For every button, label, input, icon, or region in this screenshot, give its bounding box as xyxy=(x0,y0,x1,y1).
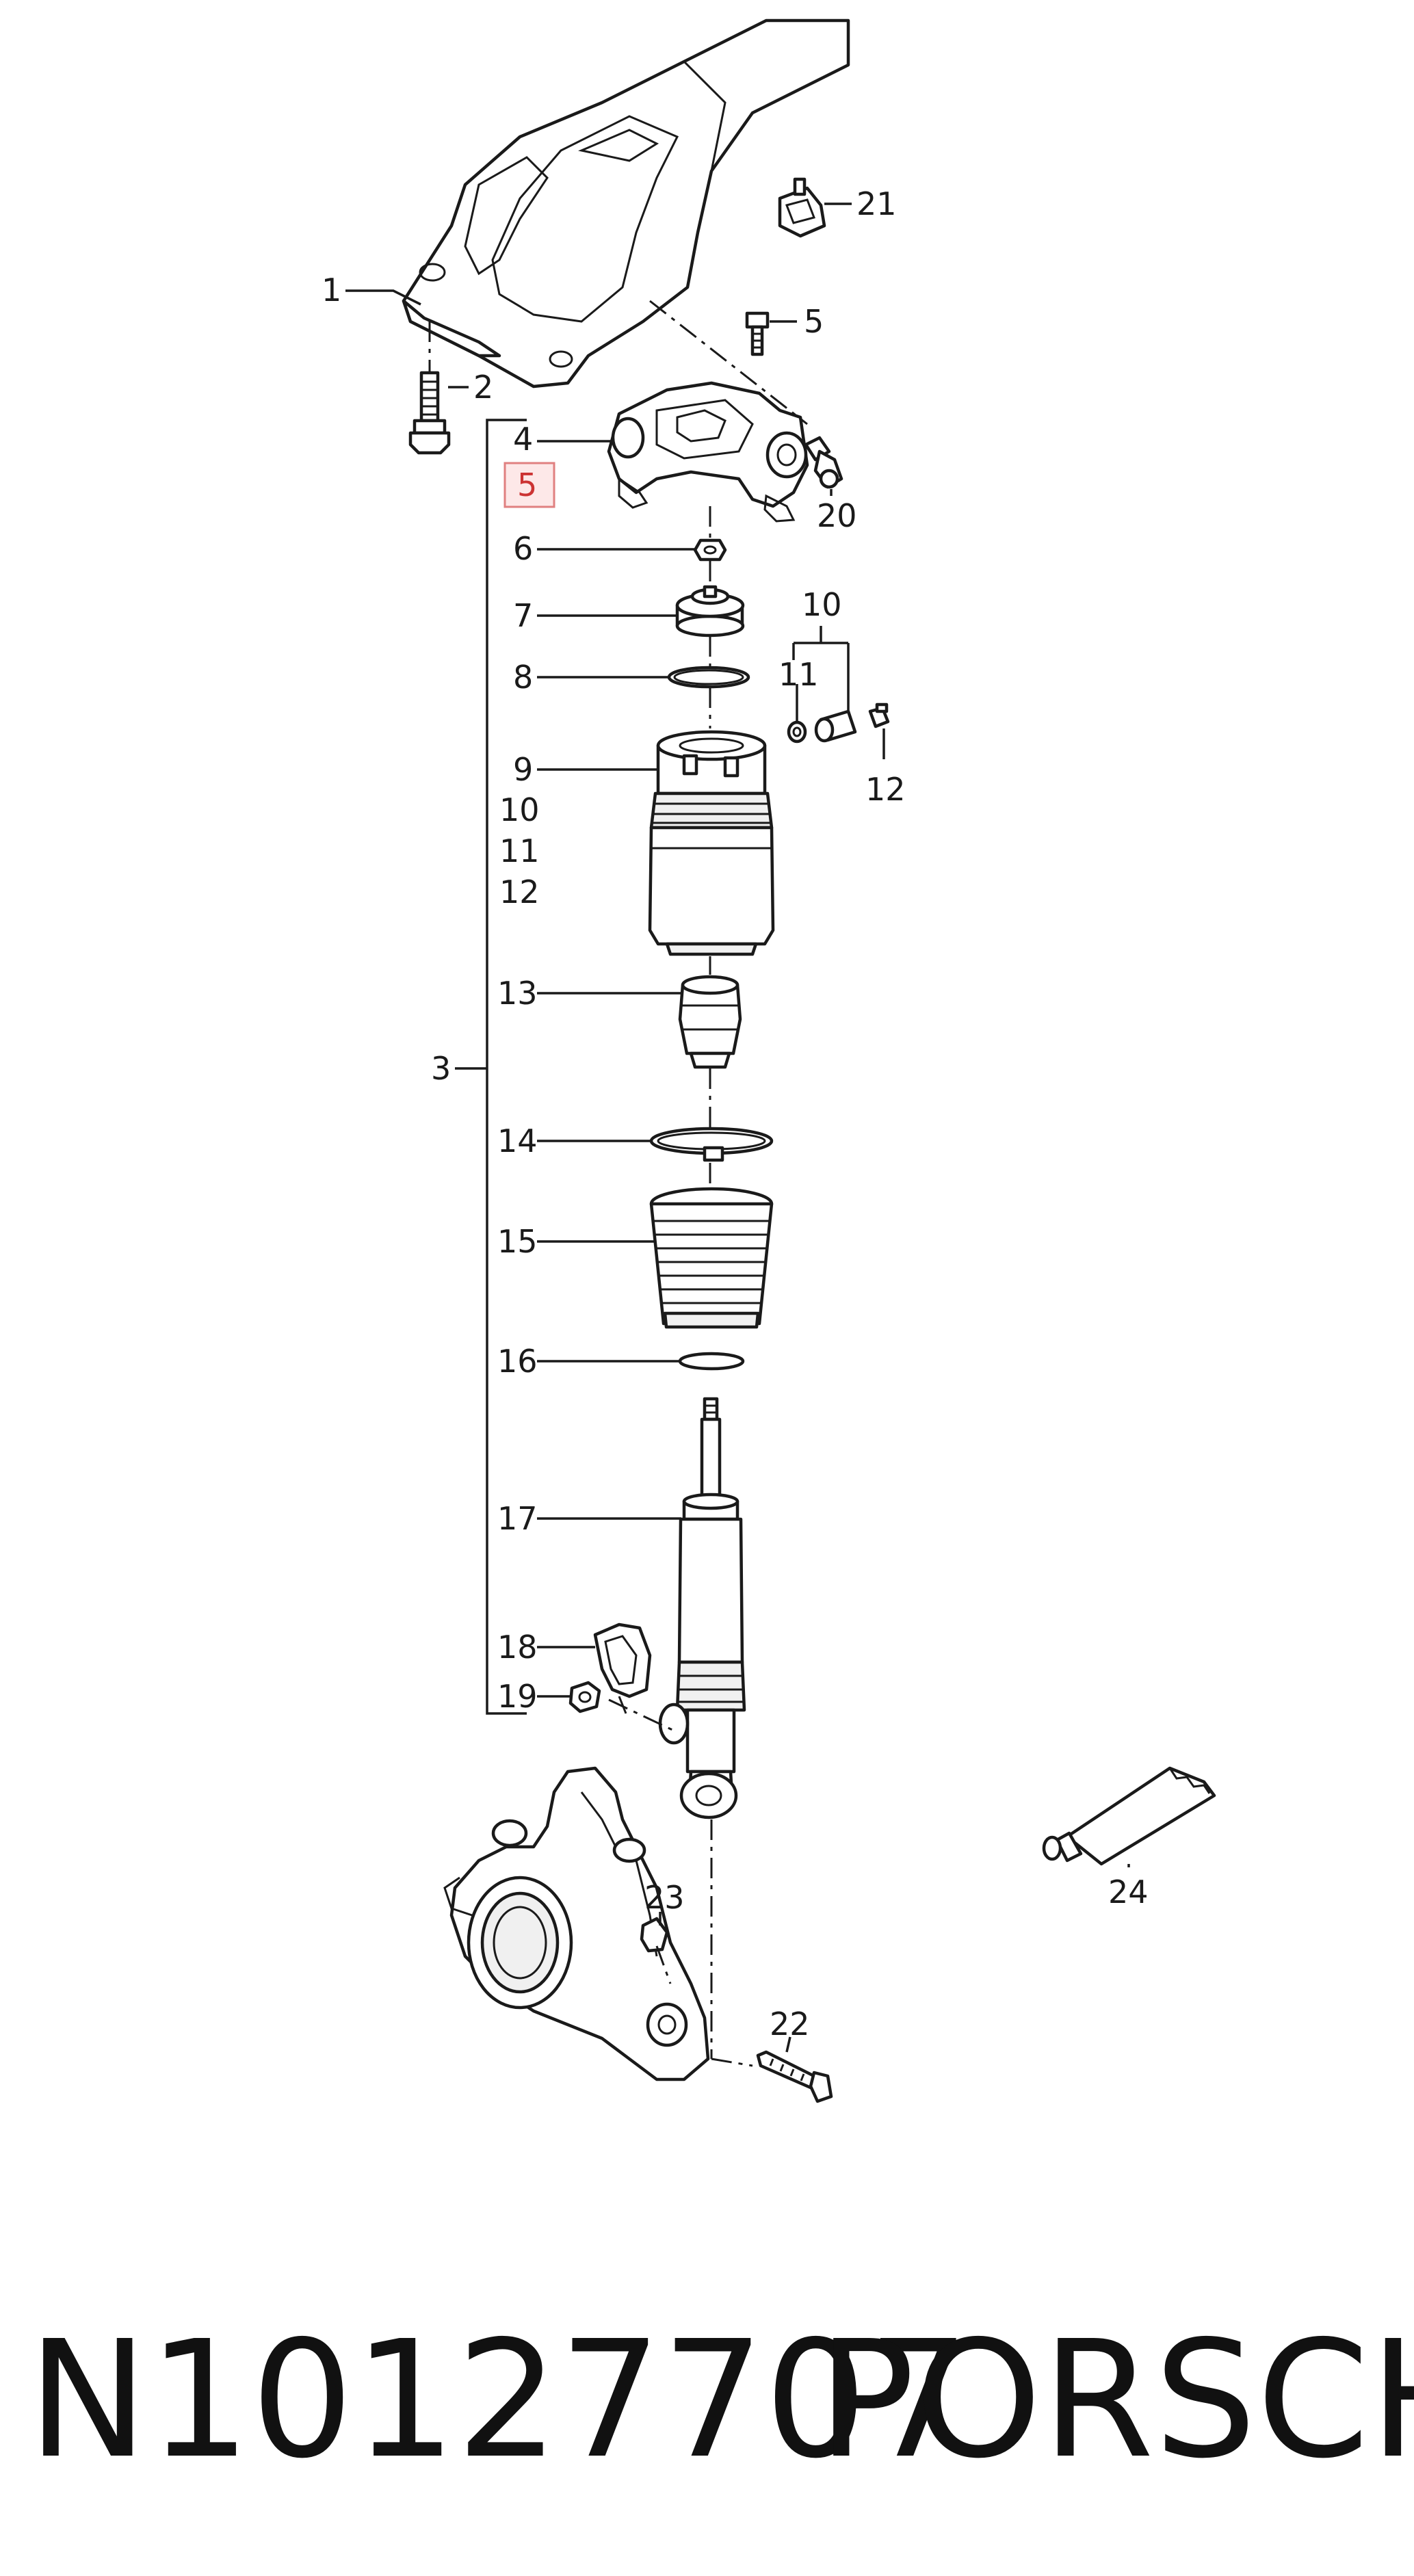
callout-22: 22 xyxy=(770,2006,810,2042)
nut-part-6 xyxy=(693,538,727,562)
air-spring-part-9 xyxy=(648,730,775,956)
bracket-group-10 xyxy=(792,626,850,660)
shock-absorber-part-17 xyxy=(658,1397,746,1819)
brand-name: PORSCHE xyxy=(817,2306,1414,2494)
oring-part-16 xyxy=(678,1352,745,1371)
callout-1: 1 xyxy=(322,272,341,308)
callout-10-list: 10 xyxy=(499,791,540,828)
callout-5-highlight: 5 xyxy=(517,466,537,503)
axis-line-upper xyxy=(649,300,808,425)
callout-3: 3 xyxy=(431,1050,451,1087)
bolt-part-5 xyxy=(745,311,770,356)
bump-stop-part-13 xyxy=(678,975,742,1069)
callout-12-part: 12 xyxy=(865,771,906,808)
callout-5-top: 5 xyxy=(804,303,824,340)
callout-18: 18 xyxy=(497,1629,538,1666)
clip-part-21 xyxy=(778,177,826,238)
axis-bracket-18 xyxy=(608,1698,675,1732)
highlight-box-part-5 xyxy=(503,462,555,508)
callout-20: 20 xyxy=(817,497,857,534)
callout-11-list: 11 xyxy=(499,832,540,869)
callout-7: 7 xyxy=(513,597,533,634)
leader-lines xyxy=(345,202,1130,2053)
callout-19: 19 xyxy=(497,1678,538,1715)
callout-9: 9 xyxy=(513,751,533,788)
callout-15: 15 xyxy=(497,1223,538,1260)
bolt-part-2 xyxy=(408,371,451,455)
nut-part-19 xyxy=(568,1681,601,1713)
grease-tube-part-24 xyxy=(1042,1766,1216,1866)
callout-8: 8 xyxy=(513,659,533,696)
callout-2: 2 xyxy=(473,369,493,406)
callout-14: 14 xyxy=(497,1122,538,1159)
bellows-part-15 xyxy=(649,1187,774,1329)
callout-10-group: 10 xyxy=(802,586,842,623)
bearing-part-7 xyxy=(675,585,745,638)
callout-11-part: 11 xyxy=(778,656,819,693)
callout-4: 4 xyxy=(513,421,533,458)
callout-labels: 1 2 3 4 5 5 6 7 8 9 10 11 12 10 11 12 13… xyxy=(322,185,1149,2042)
top-mount-part-4 xyxy=(607,381,809,523)
valve-part-10 xyxy=(814,709,857,743)
callout-23: 23 xyxy=(644,1879,685,1916)
callout-21: 21 xyxy=(856,185,897,222)
part-number: N10127707 xyxy=(27,2306,970,2494)
callout-24: 24 xyxy=(1108,1874,1149,1910)
callout-16: 16 xyxy=(497,1343,538,1380)
callout-6: 6 xyxy=(513,530,533,567)
plug-part-12 xyxy=(868,702,890,728)
clamp-part-14 xyxy=(649,1127,774,1162)
subframe-bracket xyxy=(402,18,850,389)
callout-17: 17 xyxy=(497,1500,538,1537)
bracket-part-18 xyxy=(593,1622,652,1714)
bolt-part-20 xyxy=(804,436,843,489)
wheel-carrier xyxy=(443,1766,710,2081)
callout-12-list: 12 xyxy=(499,873,540,910)
axis-part-23 xyxy=(655,1945,672,1984)
ring-part-11 xyxy=(787,720,807,744)
axis-part-22 xyxy=(711,2058,753,2067)
assembly-bracket-3 xyxy=(486,419,527,1715)
oring-inner-part-8 xyxy=(673,669,744,685)
callout-13: 13 xyxy=(497,975,538,1012)
bolt-part-22 xyxy=(756,2050,833,2103)
